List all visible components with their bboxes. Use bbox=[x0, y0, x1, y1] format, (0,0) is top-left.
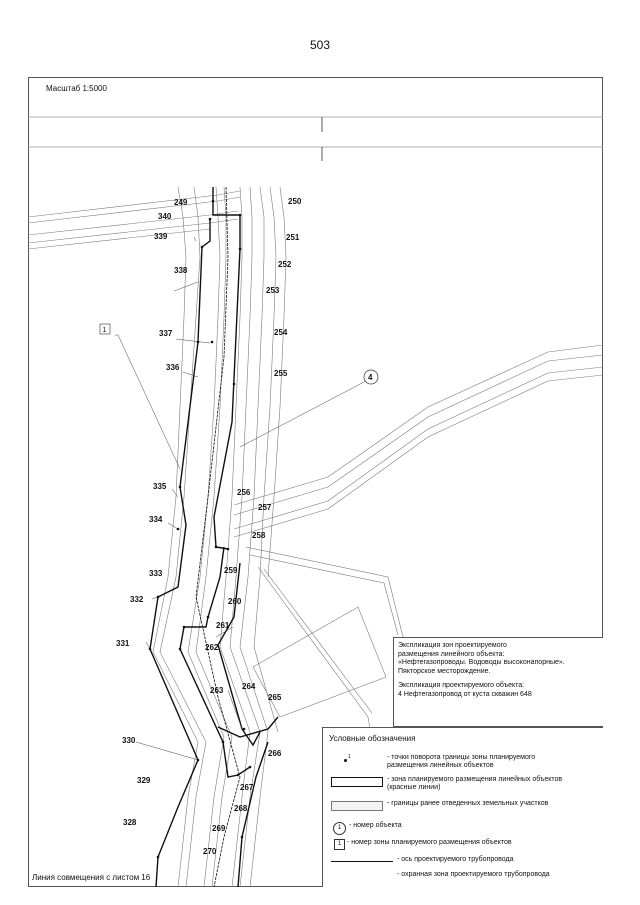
point-label-267: 267 bbox=[240, 783, 254, 792]
object-number-marker bbox=[363, 369, 379, 385]
point-label-262: 262 bbox=[205, 643, 219, 652]
point-label-270: 270 bbox=[203, 847, 217, 856]
point-label-338: 338 bbox=[174, 266, 188, 275]
legend-row-allotted: - границы ранее отведенных земельных уча… bbox=[331, 800, 601, 812]
point-label-259: 259 bbox=[224, 566, 238, 575]
scale-label: Масштаб 1:5000 bbox=[46, 84, 107, 93]
point-label-334: 334 bbox=[149, 515, 163, 524]
explication-title-line: «Нефтегазопроводы. Водоводы высоконапорн… bbox=[398, 659, 565, 666]
leader-lines bbox=[115, 236, 367, 761]
legend-row-object-number: 1 - номер объекта bbox=[331, 822, 601, 835]
point-label-263: 263 bbox=[210, 686, 224, 695]
point-label-255: 255 bbox=[274, 369, 288, 378]
legend-protection-zone-text: - охранная зона проектируемого трубопров… bbox=[397, 871, 550, 878]
map-sheet-frame bbox=[28, 77, 603, 887]
explication-title-line: Пякторское месторождение. bbox=[398, 667, 491, 675]
point-label-340: 340 bbox=[158, 212, 172, 221]
explication-title-line: размещения линейного объекта: bbox=[398, 650, 505, 658]
legend-row-pipeline-axis: - ось проектируемого трубопровода bbox=[331, 856, 601, 868]
legend-zone-text: (красные линии) bbox=[387, 784, 441, 791]
explication-title-line: Экспликация зон проектируемого bbox=[398, 642, 507, 649]
explication-object-row: 4 Нефтегазопровод от куста скважин 648 bbox=[398, 690, 532, 698]
point-label-252: 252 bbox=[278, 260, 292, 269]
legend-box: Условные обозначения 1 - точки поворота … bbox=[322, 727, 603, 887]
legend-row-protection-zone: - охранная зона проектируемого трубопров… bbox=[331, 871, 601, 883]
page-number: 503 bbox=[309, 38, 331, 52]
allotted-land-symbol bbox=[331, 800, 387, 812]
legend-points-text: - точки поворота границы зоны планируемо… bbox=[387, 754, 536, 761]
point-label-253: 253 bbox=[266, 286, 280, 295]
point-label-251: 251 bbox=[286, 233, 300, 242]
zone-number-marker-text: 1 bbox=[103, 327, 107, 334]
point-label-269: 269 bbox=[212, 824, 226, 833]
object-number-symbol: 1 bbox=[331, 822, 387, 835]
legend-row-planned-zone: - зона планируемого размещения линейных … bbox=[331, 776, 601, 792]
point-label-250: 250 bbox=[288, 197, 302, 206]
explication-box: Экспликация зон проектируемого размещени… bbox=[393, 637, 603, 727]
legend-allotted-text: - границы ранее отведенных земельных уча… bbox=[387, 800, 549, 807]
point-label-256: 256 bbox=[237, 488, 251, 497]
pipeline-axis-symbol bbox=[331, 856, 393, 868]
explication-objects-title: Экспликация проектируемого объекта: bbox=[398, 682, 525, 689]
legend-title: Условные обозначения bbox=[329, 734, 416, 743]
point-label-336: 336 bbox=[166, 363, 180, 372]
zone-number-marker bbox=[99, 323, 111, 335]
point-label-257: 257 bbox=[258, 503, 272, 512]
object-number-marker-text: 4 bbox=[368, 373, 373, 382]
planned-zone-symbol bbox=[331, 776, 387, 788]
point-label-339: 339 bbox=[154, 232, 168, 241]
point-label-264: 264 bbox=[242, 682, 256, 691]
point-label-329: 329 bbox=[137, 776, 151, 785]
legend-zone-number-text: - номер зоны планируемого размещения объ… bbox=[347, 839, 512, 846]
legend-row-turning-points: 1 - точки поворота границы зоны планируе… bbox=[331, 754, 601, 770]
point-label-261: 261 bbox=[216, 621, 230, 630]
legend-pipeline-axis-text: - ось проектируемого трубопровода bbox=[397, 856, 514, 863]
point-label-268: 268 bbox=[234, 804, 248, 813]
point-label-249: 249 bbox=[174, 198, 188, 207]
legend-object-number-text: - номер объекта bbox=[349, 822, 402, 829]
legend-points-text: размещения линейных объектов bbox=[387, 762, 494, 769]
point-label-332: 332 bbox=[130, 595, 144, 604]
point-label-258: 258 bbox=[252, 531, 266, 540]
legend-zone-text: - зона планируемого размещения линейных … bbox=[387, 776, 563, 783]
turning-point-symbol: 1 bbox=[331, 754, 387, 766]
zone-number-symbol: 1 bbox=[331, 839, 387, 851]
point-label-328: 328 bbox=[123, 818, 137, 827]
map-canvas: 249 250 340 251 339 252 338 253 254 337 … bbox=[28, 116, 603, 887]
point-label-335: 335 bbox=[153, 482, 167, 491]
pipeline-axis bbox=[195, 186, 241, 887]
protection-zone-symbol bbox=[331, 871, 387, 883]
legend-row-zone-number: 1 - номер зоны планируемого размещения о… bbox=[331, 839, 601, 851]
point-label-330: 330 bbox=[122, 736, 136, 745]
turning-points bbox=[148, 199, 252, 859]
point-label-254: 254 bbox=[274, 328, 288, 337]
point-label-337: 337 bbox=[159, 329, 173, 338]
point-label-265: 265 bbox=[268, 693, 282, 702]
join-line-label: Линия совмещения с листом 16 bbox=[32, 873, 151, 882]
point-label-266: 266 bbox=[268, 749, 282, 758]
allotted-land-boundaries bbox=[28, 186, 603, 887]
point-label-260: 260 bbox=[228, 597, 242, 606]
point-label-333: 333 bbox=[149, 569, 163, 578]
point-label-331: 331 bbox=[116, 639, 130, 648]
